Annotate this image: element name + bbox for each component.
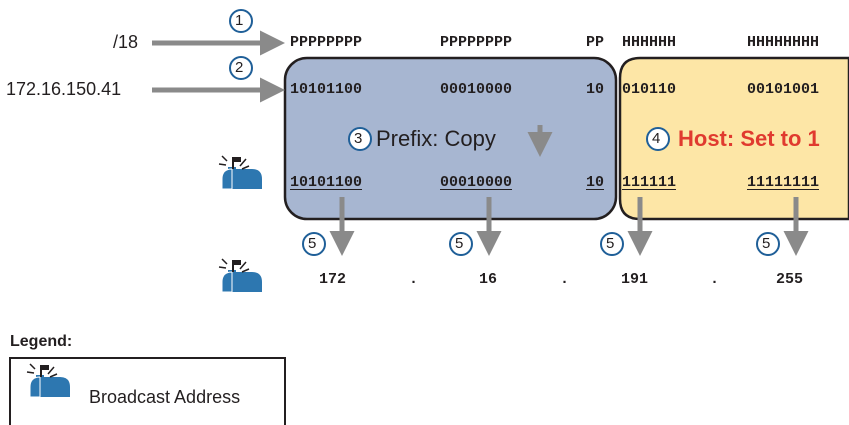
broadcast-mailbox-icon — [218, 258, 263, 293]
step-5-number: 5 — [308, 235, 317, 252]
step-5-number: 5 — [606, 235, 615, 252]
mask-octet-3-host: HHHHHH — [622, 34, 677, 51]
result-octet-1: 172 — [319, 271, 347, 288]
mask-octet-3-prefix: PP — [586, 34, 605, 51]
step-5-number: 5 — [762, 235, 771, 252]
bcast-octet-2: 00010000 — [440, 174, 513, 191]
legend-broadcast-label: Broadcast Address — [89, 387, 241, 407]
ip-octet-3-prefix: 10 — [586, 81, 605, 98]
mask-octet-2: PPPPPPPP — [440, 34, 513, 51]
step-5a-circle — [302, 232, 326, 256]
step-5d-circle — [756, 232, 780, 256]
result-dot: . — [710, 271, 720, 288]
result-dot: . — [409, 271, 419, 288]
legend-box — [9, 357, 286, 425]
broadcast-mailbox-icon — [218, 155, 263, 190]
host-set-label: Host: Set to 1 — [678, 126, 820, 151]
step-5b-circle — [449, 232, 473, 256]
step-1-number: 1 — [235, 12, 244, 29]
mask-octet-4: HHHHHHHH — [747, 34, 820, 51]
result-octet-2: 16 — [479, 271, 498, 288]
prefix-length-label: /18 — [113, 32, 139, 52]
ip-octet-2: 00010000 — [440, 81, 513, 98]
bcast-octet-3-host: 111111 — [622, 174, 677, 191]
bcast-octet-1: 10101100 — [290, 174, 363, 191]
bcast-octet-3-prefix: 10 — [586, 174, 605, 191]
step-4-number: 4 — [652, 130, 661, 147]
step-5-number: 5 — [455, 235, 464, 252]
step-3-circle — [348, 127, 372, 151]
legend-title: Legend: — [10, 333, 73, 350]
step-5c-circle — [600, 232, 624, 256]
ip-address-label: 172.16.150.41 — [6, 79, 122, 99]
step-2-number: 2 — [235, 59, 244, 76]
step-4-circle — [646, 127, 670, 151]
mask-octet-1: PPPPPPPP — [290, 34, 363, 51]
step-3-number: 3 — [354, 130, 363, 147]
broadcast-mailbox-icon — [26, 363, 71, 398]
step-1-circle — [229, 9, 253, 33]
result-octet-3: 191 — [621, 271, 649, 288]
step-2-circle — [229, 56, 253, 80]
ip-octet-1: 10101100 — [290, 81, 363, 98]
ip-octet-4: 00101001 — [747, 81, 820, 98]
result-octet-4: 255 — [776, 271, 804, 288]
bcast-octet-4: 11111111 — [747, 174, 820, 191]
result-dot: . — [560, 271, 570, 288]
prefix-copy-label: Prefix: Copy — [376, 126, 496, 151]
ip-octet-3-host: 010110 — [622, 81, 677, 98]
prefix-region — [283, 56, 618, 221]
